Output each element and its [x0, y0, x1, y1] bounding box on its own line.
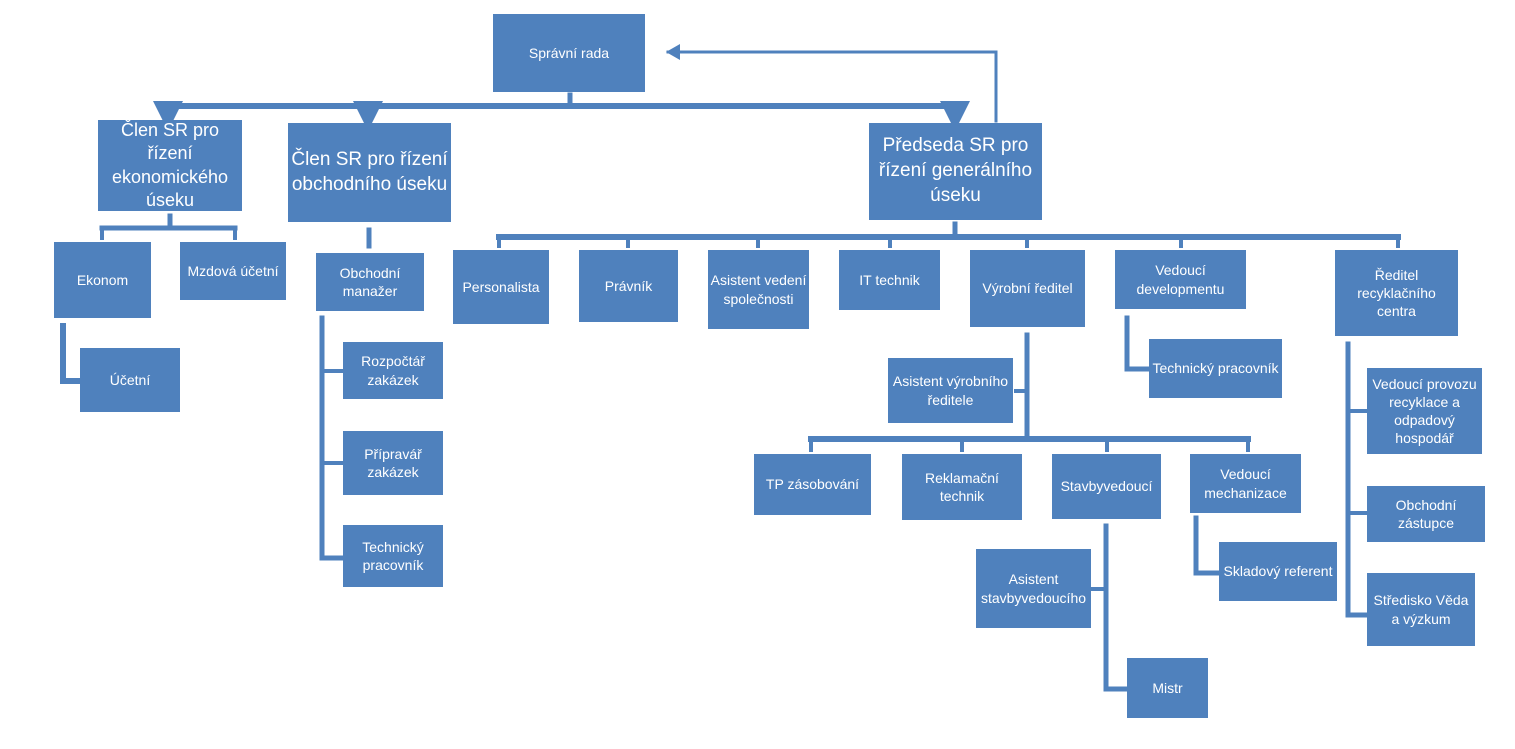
sales-manager-label: Obchodní manažer	[339, 264, 401, 299]
sales-representative-label: Obchodní zástupce	[1395, 496, 1457, 531]
recycling-center-director-box: Ředitel recyklačního centra	[1335, 250, 1458, 336]
site-manager-assistant-box: Asistent stavbyvedoucího	[976, 549, 1091, 628]
warehouse-clerk-label: Skladový referent	[1223, 563, 1333, 580]
site-manager-box: Stavbyvedoucí	[1052, 454, 1161, 519]
development-head-box: Vedoucí developmentu	[1115, 250, 1246, 309]
technical-worker-development-label: Technický pracovník	[1152, 360, 1279, 377]
contract-budgeter-label: Rozpočtář zakázek	[361, 353, 425, 388]
sales-manager-box: Obchodní manažer	[316, 253, 424, 311]
hr-specialist-label: Personalista	[462, 278, 540, 295]
technical-worker-commercial-box: Technický pracovník	[343, 525, 443, 587]
payroll-accountant-label: Mzdová účetní	[187, 262, 279, 279]
economist-box: Ekonom	[54, 242, 151, 318]
lawyer-box: Právník	[579, 250, 678, 322]
warehouse-clerk-box: Skladový referent	[1219, 542, 1337, 601]
site-manager-label: Stavbyvedoucí	[1060, 478, 1153, 495]
contract-preparer-label: Přípravář zakázek	[364, 445, 422, 480]
tp-supply-box: TP zásobování	[754, 454, 871, 515]
board-label: Správní rada	[528, 44, 610, 61]
contract-preparer-box: Přípravář zakázek	[343, 431, 443, 495]
contract-budgeter-box: Rozpočtář zakázek	[343, 342, 443, 399]
payroll-accountant-box: Mzdová účetní	[180, 242, 286, 300]
it-technician-label: IT technik	[859, 271, 920, 288]
accountant-label: Účetní	[109, 371, 151, 388]
foreman-label: Mistr	[1152, 679, 1183, 696]
management-assistant-label: Asistent vedení společnosti	[710, 272, 807, 307]
lawyer-label: Právník	[604, 277, 653, 294]
economist-label: Ekonom	[76, 271, 129, 288]
chairman-general-box: Předseda SR pro řízení generálního úseku	[869, 123, 1042, 220]
sales-representative-box: Obchodní zástupce	[1367, 486, 1485, 542]
recycling-operations-head-box: Vedoucí provozu recyklace a odpadový hos…	[1367, 368, 1482, 454]
technical-worker-development-box: Technický pracovník	[1149, 339, 1282, 398]
complaints-technician-box: Reklamační technik	[902, 454, 1022, 520]
it-technician-box: IT technik	[839, 250, 940, 310]
foreman-box: Mistr	[1127, 658, 1208, 718]
member-commercial-label: Člen SR pro řízení obchodního úseku	[291, 148, 448, 195]
production-director-label: Výrobní ředitel	[982, 280, 1073, 297]
chairman-general-label: Předseda SR pro řízení generálního úseku	[878, 135, 1033, 206]
mechanization-head-label: Vedoucí mechanizace	[1204, 466, 1287, 501]
member-economic-label: Člen SR pro řízení ekonomického úseku	[111, 119, 229, 210]
mechanization-head-box: Vedoucí mechanizace	[1190, 454, 1301, 513]
development-head-label: Vedoucí developmentu	[1136, 262, 1225, 297]
hr-specialist-box: Personalista	[453, 250, 549, 324]
tp-supply-label: TP zásobování	[765, 476, 860, 493]
technical-worker-commercial-label: Technický pracovník	[362, 538, 424, 573]
research-center-box: Středisko Věda a výzkum	[1367, 573, 1475, 646]
production-director-assistant-box: Asistent výrobního ředitele	[888, 358, 1013, 423]
recycling-center-director-label: Ředitel recyklačního centra	[1357, 266, 1436, 320]
recycling-operations-head-label: Vedoucí provozu recyklace a odpadový hos…	[1372, 375, 1477, 447]
management-assistant-box: Asistent vedení společnosti	[708, 250, 809, 329]
member-economic-box: Člen SR pro řízení ekonomického úseku	[98, 120, 242, 211]
production-director-box: Výrobní ředitel	[970, 250, 1085, 327]
complaints-technician-label: Reklamační technik	[925, 469, 999, 504]
site-manager-assistant-label: Asistent stavbyvedoucího	[980, 571, 1087, 606]
board-box: Správní rada	[493, 14, 645, 92]
accountant-box: Účetní	[80, 348, 180, 412]
research-center-label: Středisko Věda a výzkum	[1373, 592, 1469, 627]
member-commercial-box: Člen SR pro řízení obchodního úseku	[288, 123, 451, 222]
production-director-assistant-label: Asistent výrobního ředitele	[892, 373, 1009, 408]
